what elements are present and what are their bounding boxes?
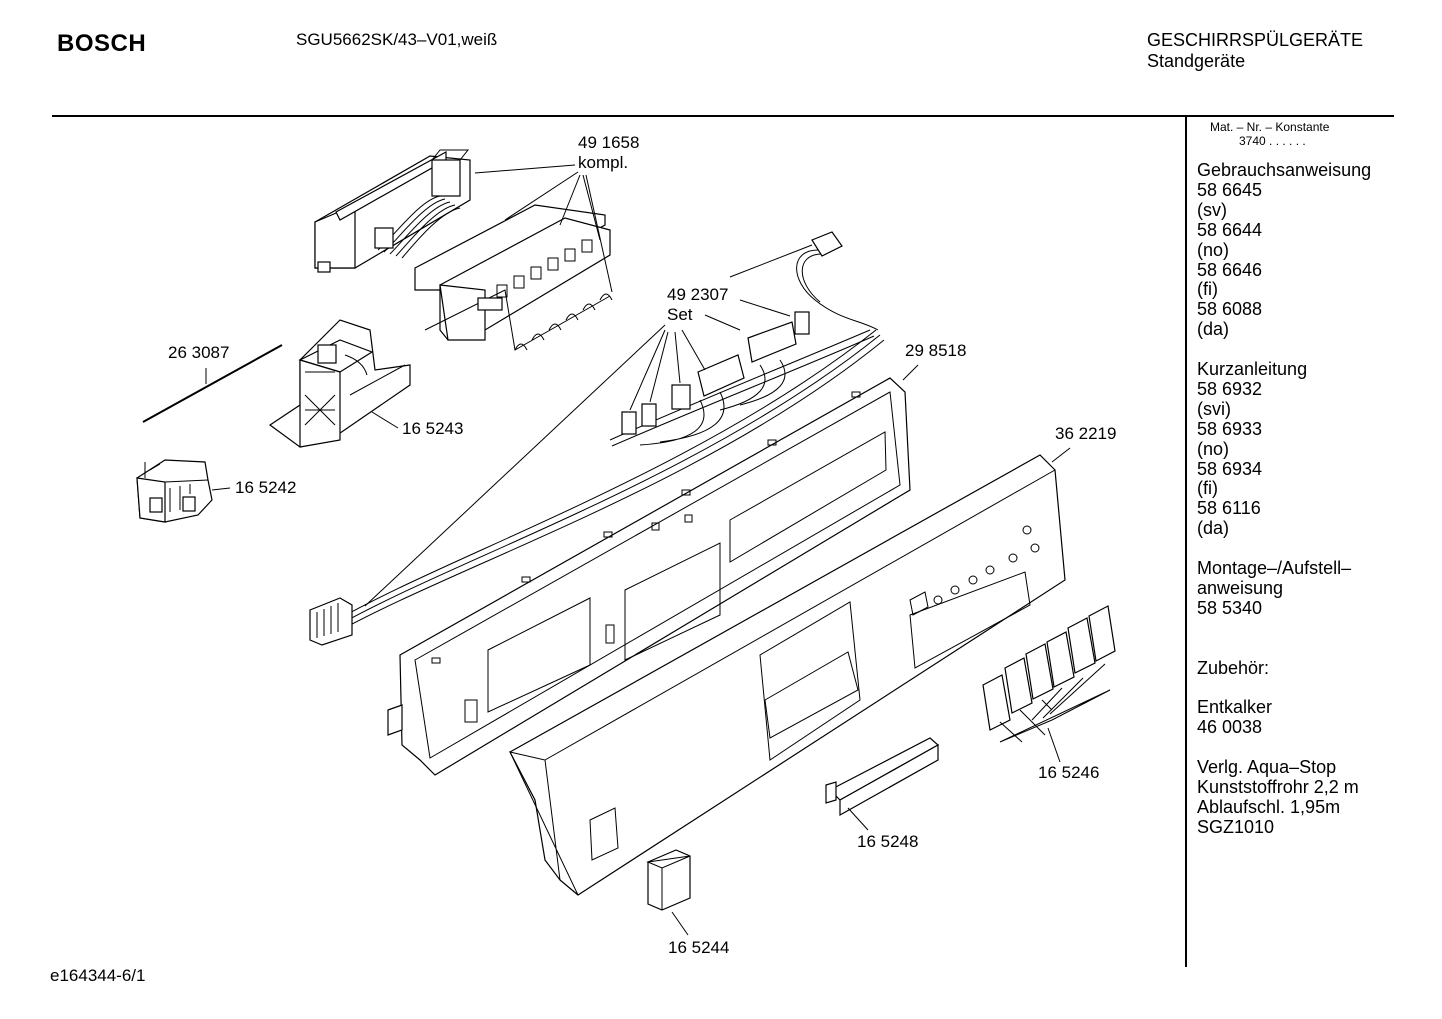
- leader-line-165248: [847, 807, 869, 831]
- doc-list-item: anweisung: [1197, 578, 1284, 598]
- part-label-165242: 16 5242: [235, 478, 296, 497]
- doc-list-item: Entkalker: [1197, 697, 1273, 718]
- part-label-165244: 16 5244: [668, 938, 729, 957]
- part-label-491658: 49 1658: [578, 133, 639, 152]
- mat-number-header: Mat. – Nr. – Konstante: [1210, 120, 1330, 134]
- doc-list-item: Ablaufschl. 1,95m: [1197, 796, 1341, 817]
- drawing-id: e164344-6/1: [50, 966, 146, 985]
- part-label-492307: 49 2307: [667, 285, 728, 304]
- doc-list-spacer: [1197, 539, 1371, 559]
- knob-165244: [646, 849, 691, 911]
- leader-line-165242: [211, 487, 231, 491]
- part-label-165248: 16 5248: [857, 832, 918, 851]
- doc-list-item: 58 6645: [1197, 179, 1263, 200]
- switch-housing-165243: [268, 319, 411, 448]
- doc-list-item: (svi): [1197, 398, 1231, 419]
- display-strip-165248: [825, 737, 940, 817]
- rod-263087: [142, 344, 283, 423]
- control-module-491658: [314, 149, 613, 351]
- brand-logo: BOSCH: [57, 30, 147, 57]
- doc-list-item: 58 6088: [1197, 299, 1263, 320]
- leader-line-362219: [1051, 447, 1071, 463]
- leader-line-165246: [1047, 727, 1061, 763]
- part-label-298518: 29 8518: [905, 341, 966, 360]
- doc-list-item: (da): [1197, 319, 1230, 340]
- doc-list-item: Gebrauchsanweisung: [1197, 160, 1372, 180]
- leader-line-165244: [671, 911, 689, 936]
- doc-list-item: Kunststoffrohr 2,2 m: [1197, 777, 1359, 797]
- doc-list-item: 46 0038: [1197, 717, 1263, 738]
- doc-list-item: Verlg. Aqua–Stop: [1197, 757, 1337, 778]
- doc-list-item: 58 6934: [1197, 458, 1263, 479]
- switch-165242: [136, 459, 213, 523]
- push-buttons-165246: [982, 605, 1116, 743]
- doc-list-item: (no): [1197, 438, 1230, 459]
- doc-list-item: 58 6644: [1197, 219, 1263, 240]
- model-number: SGU5662SK/43–V01,weiß: [296, 30, 498, 49]
- doc-list-spacer: [1197, 340, 1371, 360]
- part-label-165243: 16 5243: [402, 419, 463, 438]
- doc-list-item: Kurzanleitung: [1197, 359, 1308, 380]
- doc-list-spacer: [1197, 738, 1371, 758]
- doc-list-item: 58 6646: [1197, 259, 1263, 280]
- part-note-set: Set: [667, 305, 693, 324]
- doc-list-item: (fi): [1197, 279, 1218, 300]
- part-label-263087: 26 3087: [168, 343, 229, 362]
- leader-line-165243: [371, 411, 399, 429]
- doc-list-item: Zubehör:: [1197, 657, 1270, 678]
- leader-line-298518: [902, 364, 919, 381]
- sidebar-divider: [1185, 117, 1187, 967]
- doc-list-spacer: [1197, 639, 1371, 659]
- part-label-362219: 36 2219: [1055, 424, 1116, 443]
- doc-list-item: 58 6932: [1197, 378, 1263, 399]
- doc-list-item: (da): [1197, 518, 1230, 539]
- category-subtitle: Standgeräte: [1147, 51, 1246, 71]
- mat-number-value: 3740 . . . . . .: [1239, 134, 1306, 148]
- part-note-kompl: kompl.: [578, 153, 628, 172]
- category-title: GESCHIRRSPÜLGERÄTE: [1147, 30, 1364, 50]
- doc-list-item: (sv): [1197, 199, 1227, 220]
- wire-harness-492307: [309, 231, 885, 646]
- doc-list-item: (no): [1197, 239, 1230, 260]
- doc-list-item: SGZ1010: [1197, 816, 1275, 837]
- doc-list-item: Montage–/Aufstell–: [1197, 558, 1352, 579]
- control-frame-298518: [387, 377, 911, 776]
- exploded-parts-diagram: 49 1658 kompl. 49 2307 Set: [136, 133, 1116, 957]
- leader-lines-491658: [474, 164, 613, 293]
- header-divider: [52, 115, 1394, 117]
- doc-list-spacer: [1197, 679, 1371, 699]
- doc-list-item: 58 5340: [1197, 597, 1263, 618]
- doc-list-item: 58 6116: [1197, 498, 1261, 519]
- doc-list-item: 58 6933: [1197, 418, 1263, 439]
- doc-list-spacer: [1197, 619, 1371, 639]
- part-label-165246: 16 5246: [1038, 763, 1099, 782]
- front-fascia-362219: [509, 454, 1066, 896]
- doc-list-item: (fi): [1197, 478, 1218, 499]
- leader-lines-492307: [364, 244, 813, 607]
